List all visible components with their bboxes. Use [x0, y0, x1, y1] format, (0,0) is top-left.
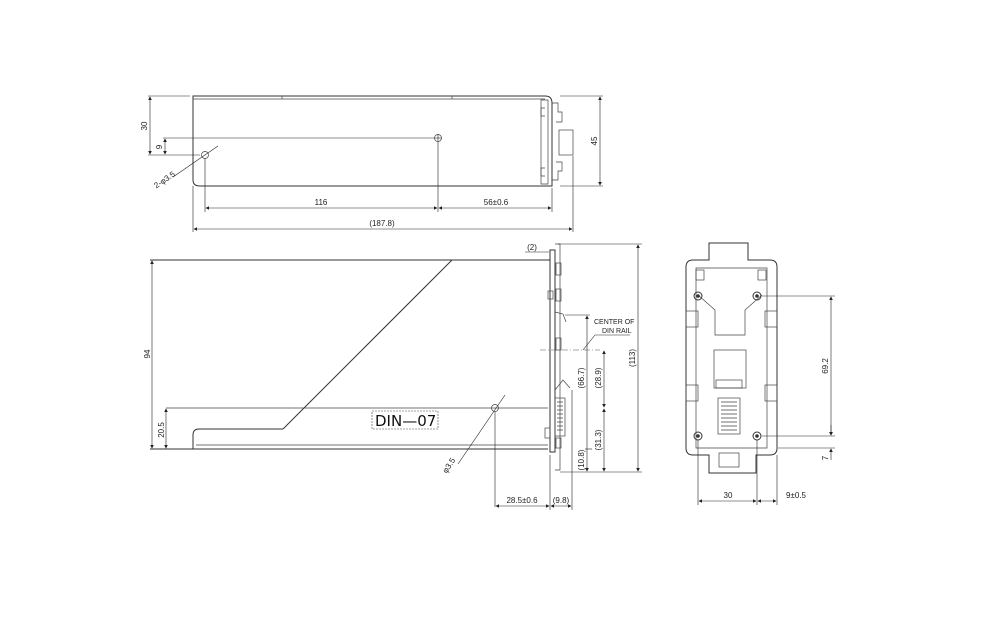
center-of-din-rail-line2: DIN RAIL: [602, 328, 632, 335]
dim-height-66-7: (66.7): [577, 367, 586, 388]
dim-gap-2: (2): [527, 243, 537, 252]
dim-height-45: 45: [590, 136, 599, 145]
dim-offset-9: 9: [155, 144, 164, 149]
dim-height-113: (113): [628, 349, 637, 367]
side-view: DIN—07 94 20.5 φ3.5 (2) CENTER OF DIN RA…: [143, 243, 642, 510]
dim-width-28-5: 28.5±0.6: [506, 496, 538, 505]
dim-width-30: 30: [724, 491, 733, 500]
center-of-din-rail-line1: CENTER OF: [594, 319, 634, 326]
dim-hole-callout-side: φ3.5: [441, 456, 458, 475]
part-label: DIN—07: [375, 412, 436, 430]
dim-height-94: 94: [143, 349, 152, 358]
dim-overall-length: (187.8): [369, 219, 395, 228]
dim-length-56: 56±0.6: [484, 198, 509, 207]
dim-height-10-8: (10.8): [577, 449, 586, 470]
dim-width-9-8: (9.8): [553, 496, 570, 505]
dim-height-20-5: 20.5: [157, 422, 166, 438]
dim-offset-7: 7: [821, 455, 830, 460]
screw-icon: [693, 291, 762, 441]
dim-height-31-3: (31.3): [594, 429, 603, 450]
dim-length-116: 116: [315, 198, 328, 207]
dim-height-69-2: 69.2: [821, 358, 830, 374]
top-view: 30 9 2-φ3.5 116 56±0.6 (187.8) 45: [140, 95, 603, 232]
dim-width-9: 9±0.5: [786, 491, 807, 500]
dim-hole-callout-top: 2-φ3.5: [152, 169, 177, 190]
dim-height-30: 30: [140, 121, 149, 130]
dim-height-28-9: (28.9): [594, 367, 603, 388]
end-view: 69.2 7 30 9±0.5: [685, 242, 835, 505]
